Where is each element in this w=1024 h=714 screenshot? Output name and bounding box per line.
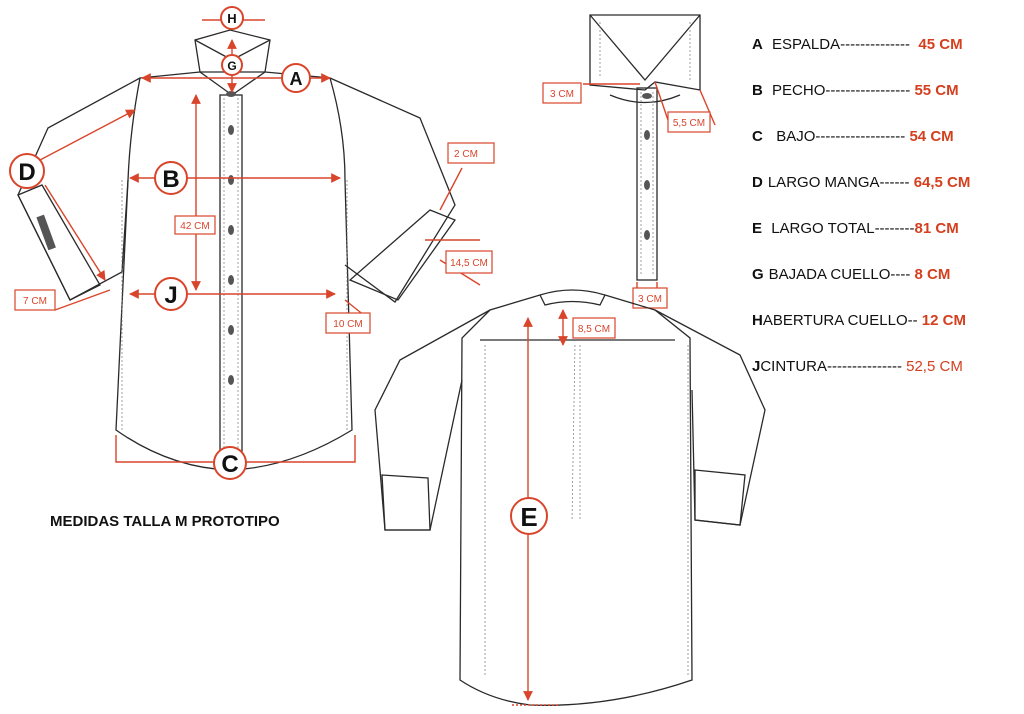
dim-label-5-5cm: 5,5 CM xyxy=(673,118,705,129)
dim-label-3cm-placket: 3 CM xyxy=(638,294,662,305)
legend-value: 45 CM xyxy=(918,36,963,53)
letter-markers: H G A D B J C E xyxy=(9,6,548,535)
legend-dashes: -- xyxy=(907,312,918,329)
legend-letter: G xyxy=(752,266,764,283)
legend-row-b: B PECHO----------------- 55 CM xyxy=(752,82,1022,128)
legend-value: 81 CM xyxy=(914,220,959,237)
legend-letter: A xyxy=(752,36,763,53)
dim-label-7cm: 7 CM xyxy=(23,296,47,307)
marker-B: B xyxy=(162,166,179,193)
legend-name: ABERTURA CUELLO xyxy=(762,312,908,329)
legend-name: CINTURA xyxy=(760,358,828,375)
marker-G: G xyxy=(227,59,236,73)
legend-letter: C xyxy=(752,128,763,145)
legend-row-e: E LARGO TOTAL--------81 CM xyxy=(752,220,1022,266)
measurement-legend: A ESPALDA-------------- 45 CM B PECHO---… xyxy=(752,36,1022,404)
legend-name: LARGO MANGA xyxy=(767,174,880,191)
legend-value: 55 CM xyxy=(914,82,959,99)
legend-row-h: HABERTURA CUELLO-- 12 CM xyxy=(752,312,1022,358)
marker-C: C xyxy=(221,451,238,478)
legend-value: 8 CM xyxy=(914,266,951,283)
diagram-caption: MEDIDAS TALLA M PROTOTIPO xyxy=(50,513,280,530)
dim-box-42cm xyxy=(174,215,216,235)
legend-row-a: A ESPALDA-------------- 45 CM xyxy=(752,36,1022,82)
legend-value: 12 CM xyxy=(921,312,966,329)
marker-E: E xyxy=(520,502,537,532)
legend-dashes: ----------------- xyxy=(825,82,911,99)
legend-name: PECHO xyxy=(772,82,826,99)
front-measurements: 42 CM 2 CM 14,5 CM 7 CM 10 CM xyxy=(14,19,495,463)
legend-value: 54 CM xyxy=(909,128,954,145)
dim-label-2cm: 2 CM xyxy=(454,149,478,160)
dim-label-42cm: 42 CM xyxy=(180,221,209,232)
legend-letter: D xyxy=(752,174,763,191)
dim-label-8-5cm: 8,5 CM xyxy=(578,324,610,335)
legend-dashes: -------------- xyxy=(840,36,911,53)
legend-name: BAJO xyxy=(776,128,816,145)
dim-label-3cm-collar: 3 CM xyxy=(550,89,574,100)
dim-label-10cm: 10 CM xyxy=(333,319,362,330)
legend-letter: E xyxy=(752,220,763,237)
marker-J: J xyxy=(164,282,177,309)
legend-value: 64,5 CM xyxy=(913,174,971,191)
marker-H: H xyxy=(227,11,236,26)
legend-value: 52,5 CM xyxy=(906,358,963,375)
legend-dashes: ------------------ xyxy=(815,128,906,145)
legend-name: BAJADA CUELLO xyxy=(768,266,891,283)
legend-row-c: C BAJO------------------ 54 CM xyxy=(752,128,1022,174)
dim-label-14-5cm: 14,5 CM xyxy=(450,258,488,269)
legend-row-j: JCINTURA--------------- 52,5 CM xyxy=(752,358,1022,404)
legend-dashes: ---- xyxy=(890,266,911,283)
legend-dashes: -------- xyxy=(874,220,915,237)
legend-dashes: ------ xyxy=(879,174,910,191)
legend-letter: J xyxy=(752,358,761,375)
legend-name: LARGO TOTAL xyxy=(771,220,875,237)
legend-dashes: --------------- xyxy=(827,358,902,375)
legend-letter: H xyxy=(752,312,763,329)
legend-letter: B xyxy=(752,82,763,99)
front-shirt xyxy=(17,29,457,471)
back-shirt xyxy=(374,289,766,706)
marker-D: D xyxy=(18,159,35,186)
marker-A: A xyxy=(290,69,303,89)
collar-detail: 3 CM 5,5 CM 3 CM xyxy=(542,14,716,309)
legend-name: ESPALDA xyxy=(772,36,841,53)
